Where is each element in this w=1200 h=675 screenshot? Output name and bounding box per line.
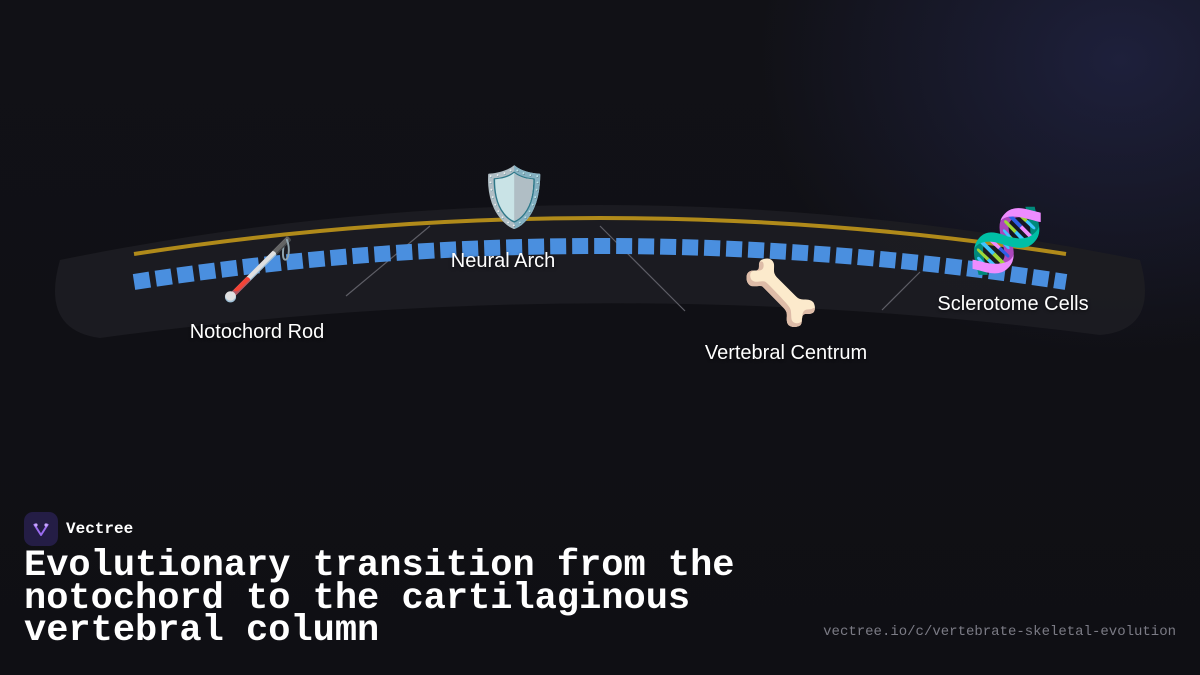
notochord-rod-line bbox=[133, 216, 1067, 256]
connector-line-2 bbox=[599, 225, 686, 312]
connector-line-3 bbox=[881, 271, 921, 311]
page-title: Evolutionary transition from the notocho… bbox=[24, 545, 735, 652]
white-cane-icon: 🦯 bbox=[220, 235, 296, 305]
background-band bbox=[55, 205, 1145, 338]
sclerotome-cells-label: Sclerotome Cells bbox=[937, 293, 1089, 315]
vertebral-centrum-label: Vertebral Centrum bbox=[704, 342, 868, 364]
source-url: vectree.io/c/vertebrate-skeletal-evoluti… bbox=[823, 624, 1176, 640]
bone-icon: 🦴 bbox=[742, 256, 820, 329]
vertebral-segments-line bbox=[132, 238, 1068, 290]
notochord-rod-label: Notochord Rod bbox=[189, 321, 325, 343]
brand: Vectree bbox=[24, 512, 133, 546]
vectree-logo-icon bbox=[24, 512, 58, 546]
neural-arch-label: Neural Arch bbox=[450, 250, 556, 272]
shield-icon: 🛡️ bbox=[478, 163, 551, 231]
dna-icon: 🧬 bbox=[968, 204, 1046, 277]
brand-name: Vectree bbox=[66, 520, 134, 538]
